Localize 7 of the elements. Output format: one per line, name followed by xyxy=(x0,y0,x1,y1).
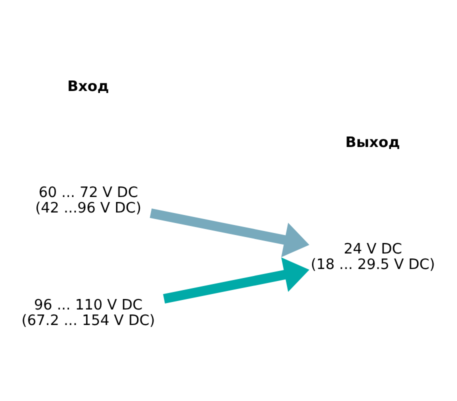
label: Вход xyxy=(67,78,110,94)
node-text: 96 ... 110 V DC (67.2 ... 154 V DC) xyxy=(22,297,156,329)
label: Выход xyxy=(345,134,400,151)
arrow xyxy=(150,208,310,257)
node-text: 24 V DC (18 ... 29.5 V DC) xyxy=(310,240,436,272)
node-text: 60 ... 72 V DC (42 ...96 V DC) xyxy=(35,184,142,216)
arrow xyxy=(163,256,310,303)
